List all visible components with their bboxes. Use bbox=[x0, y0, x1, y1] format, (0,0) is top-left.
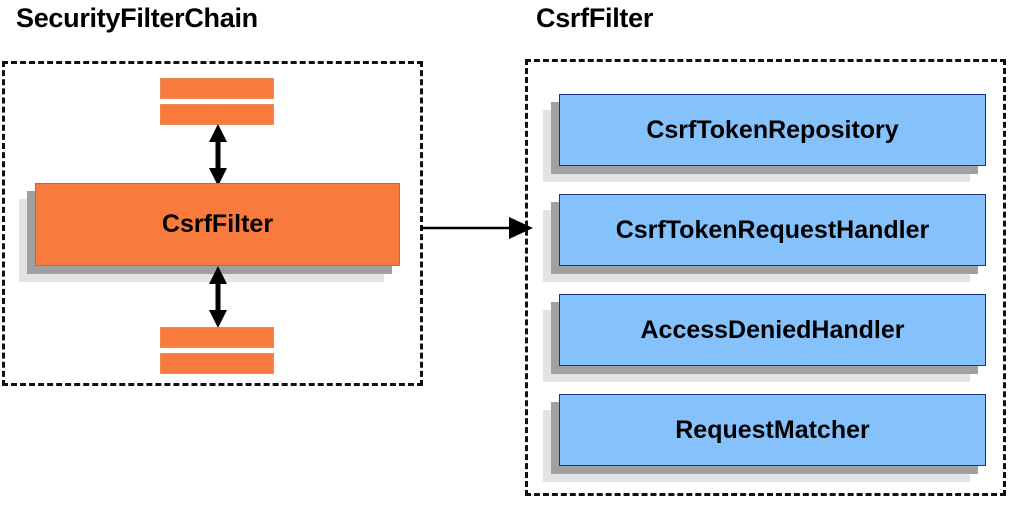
component-box-label: RequestMatcher bbox=[559, 394, 986, 466]
panel-security-filter-chain bbox=[2, 61, 423, 386]
panel-csrf-filter-detail bbox=[525, 59, 1006, 496]
panel-title-csrf-filter: CsrfFilter bbox=[536, 3, 654, 33]
component-box-label: AccessDeniedHandler bbox=[559, 294, 986, 366]
component-box-access-denied-handler[interactable]: AccessDeniedHandler bbox=[543, 294, 986, 382]
component-box-csrf-token-request-handler[interactable]: CsrfTokenRequestHandler bbox=[543, 194, 986, 282]
filter-stub-bar-bottom-2 bbox=[160, 353, 274, 374]
arrow-above-csrffilter bbox=[209, 124, 227, 186]
component-box-label: CsrfTokenRepository bbox=[559, 94, 986, 166]
arrow-below-csrffilter bbox=[209, 266, 227, 328]
component-box-request-matcher[interactable]: RequestMatcher bbox=[543, 394, 986, 482]
component-box-label: CsrfTokenRequestHandler bbox=[559, 194, 986, 266]
csrffilter-box-label: CsrfFilter bbox=[35, 183, 400, 266]
filter-stub-bar-bottom-1 bbox=[160, 327, 274, 348]
csrffilter-box[interactable]: CsrfFilter bbox=[19, 183, 400, 282]
filter-stub-bar-top-2 bbox=[160, 104, 274, 125]
filter-stub-bar-top-1 bbox=[160, 78, 274, 99]
panel-title-security-filter-chain: SecurityFilterChain bbox=[16, 3, 258, 33]
component-box-csrf-token-repository[interactable]: CsrfTokenRepository bbox=[543, 94, 986, 182]
connector-arrow-csrffilter-to-detail bbox=[421, 217, 533, 239]
